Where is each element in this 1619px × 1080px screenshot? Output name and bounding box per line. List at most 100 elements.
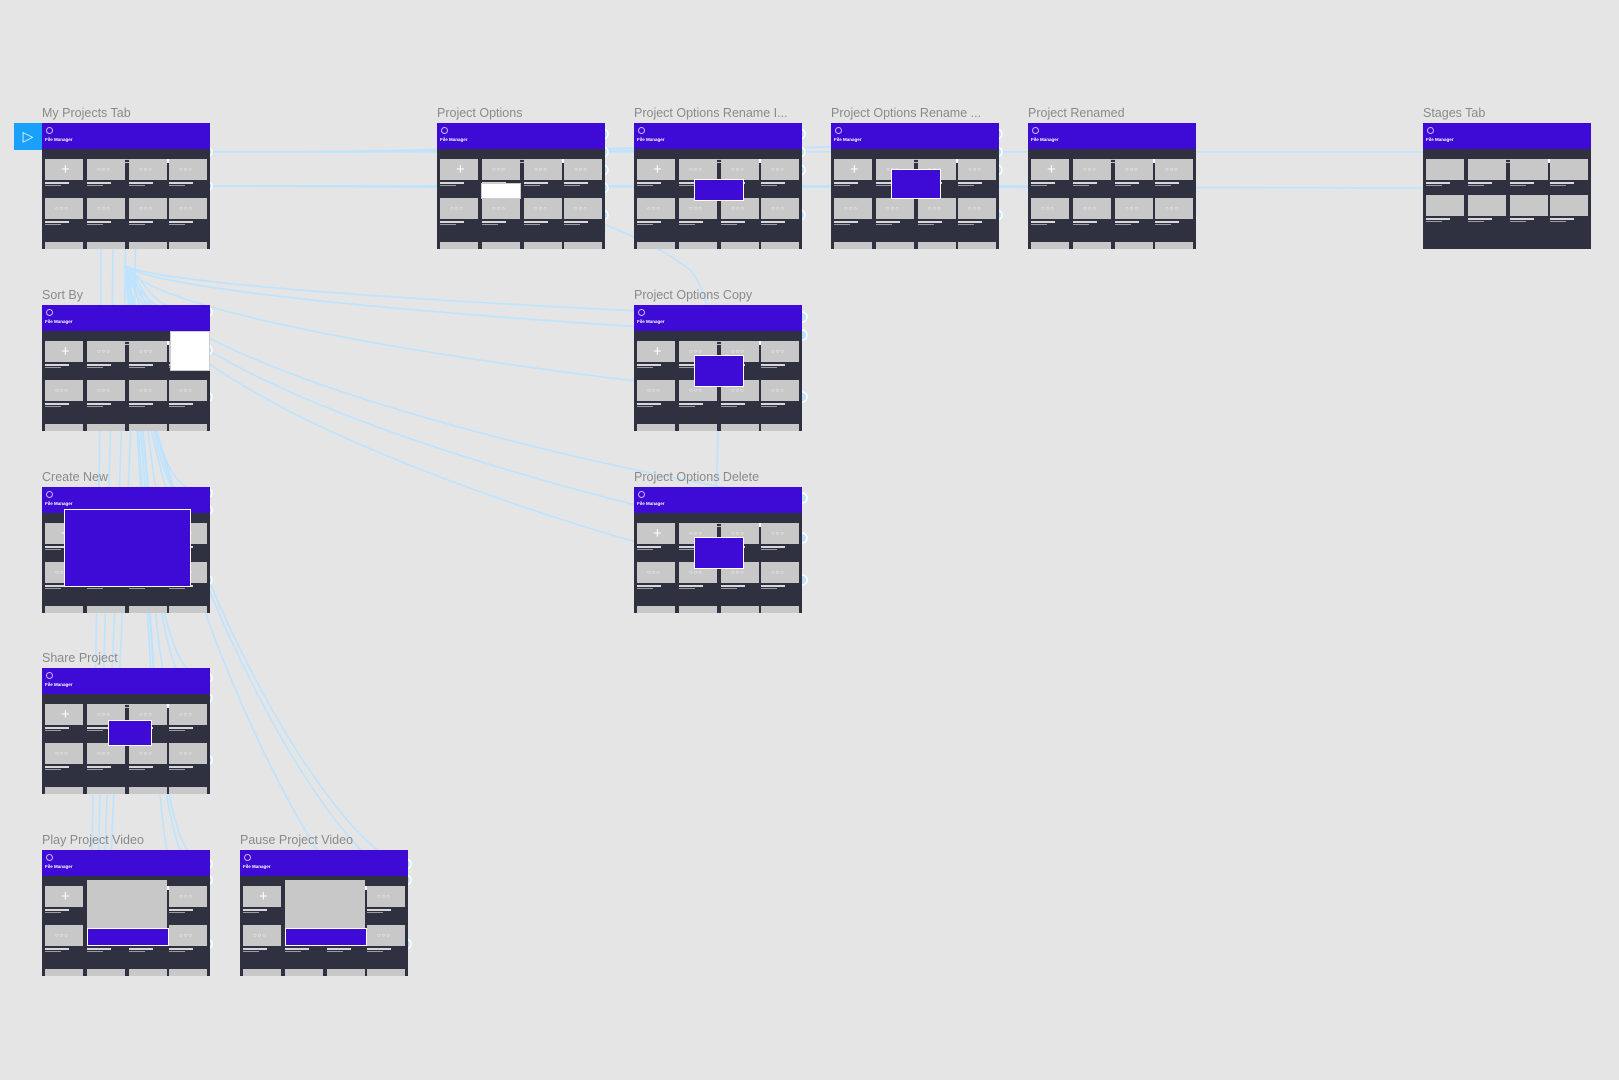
caption-subline bbox=[637, 223, 653, 225]
project-card[interactable]: ○○○ bbox=[87, 159, 125, 180]
create-new-card[interactable]: + bbox=[440, 159, 478, 180]
project-card[interactable]: ○○○ bbox=[958, 198, 996, 219]
project-card[interactable]: ○○○ bbox=[1155, 159, 1193, 180]
create-new-card[interactable]: + bbox=[45, 159, 83, 180]
project-card[interactable]: ○○○ bbox=[1115, 159, 1153, 180]
project-card[interactable]: ○○○ bbox=[482, 198, 520, 219]
project-card[interactable]: ○○○ bbox=[637, 562, 675, 583]
frame-pause-project-video[interactable]: File Manager+○○○○○○○○○○○○○○○○○○○○○ bbox=[240, 850, 408, 976]
create-new-card[interactable]: + bbox=[45, 341, 83, 362]
project-card[interactable]: ○○○ bbox=[637, 380, 675, 401]
project-card[interactable]: ○○○ bbox=[45, 198, 83, 219]
project-card[interactable]: ○○○ bbox=[129, 704, 167, 725]
project-card[interactable]: ○○○ bbox=[87, 380, 125, 401]
frame-label: Sort By bbox=[42, 288, 83, 302]
stage-thumbnail[interactable] bbox=[1468, 195, 1506, 216]
project-card[interactable]: ○○○ bbox=[169, 380, 207, 401]
project-card[interactable]: ○○○ bbox=[1031, 198, 1069, 219]
create-new-card[interactable]: + bbox=[637, 341, 675, 362]
project-card[interactable]: ○○○ bbox=[564, 159, 602, 180]
project-card[interactable]: ○○○ bbox=[129, 743, 167, 764]
project-card[interactable]: ○○○ bbox=[169, 743, 207, 764]
project-card[interactable]: ○○○ bbox=[87, 341, 125, 362]
project-card[interactable]: ○○○ bbox=[1155, 198, 1193, 219]
project-card[interactable]: ○○○ bbox=[761, 562, 799, 583]
project-card[interactable]: ○○○ bbox=[958, 159, 996, 180]
project-card[interactable]: ○○○ bbox=[564, 198, 602, 219]
project-card[interactable]: ○○○ bbox=[169, 198, 207, 219]
project-card[interactable]: ○○○ bbox=[761, 380, 799, 401]
project-card[interactable]: ○○○ bbox=[761, 159, 799, 180]
project-card[interactable]: ○○○ bbox=[524, 198, 562, 219]
project-card[interactable]: ○○○ bbox=[721, 159, 759, 180]
project-card[interactable]: ○○○ bbox=[440, 198, 478, 219]
project-card[interactable]: ○○○ bbox=[1073, 159, 1111, 180]
frame-project-options-rename-2[interactable]: File Manager+○○○○○○○○○○○○○○○○○○○○○ bbox=[831, 123, 999, 249]
app-title: File Manager bbox=[45, 864, 73, 869]
project-card[interactable]: ○○○ bbox=[524, 159, 562, 180]
project-card[interactable]: ○○○ bbox=[876, 198, 914, 219]
create-new-card[interactable]: + bbox=[637, 523, 675, 544]
project-card[interactable]: ○○○ bbox=[482, 159, 520, 180]
project-card[interactable]: ○○○ bbox=[129, 159, 167, 180]
project-card[interactable]: ○○○ bbox=[169, 159, 207, 180]
create-new-card[interactable]: + bbox=[834, 159, 872, 180]
frame-project-options[interactable]: File Manager+○○○○○○○○○○○○○○○○○○○○○ bbox=[437, 123, 605, 249]
project-card[interactable]: ○○○ bbox=[45, 925, 83, 946]
project-card[interactable]: ○○○ bbox=[129, 198, 167, 219]
frame-sort-by[interactable]: File Manager+○○○○○○○○○○○○○○○○○○○○○ bbox=[42, 305, 210, 431]
project-card[interactable]: ○○○ bbox=[87, 704, 125, 725]
project-card[interactable]: ○○○ bbox=[129, 380, 167, 401]
project-card[interactable]: ○○○ bbox=[679, 198, 717, 219]
project-card[interactable]: ○○○ bbox=[637, 198, 675, 219]
stage-thumbnail[interactable] bbox=[1550, 159, 1588, 180]
project-caption bbox=[169, 766, 207, 772]
create-new-card[interactable]: + bbox=[243, 886, 281, 907]
frame-project-options-rename-1[interactable]: File Manager+○○○○○○○○○○○○○○○○○○○○○ bbox=[634, 123, 802, 249]
caption-subline bbox=[1468, 184, 1484, 186]
project-card[interactable]: ○○○ bbox=[721, 198, 759, 219]
project-card[interactable]: ○○○ bbox=[761, 341, 799, 362]
stage-thumbnail[interactable] bbox=[1468, 159, 1506, 180]
frame-project-options-delete[interactable]: File Manager+○○○○○○○○○○○○○○○○○○○○○ bbox=[634, 487, 802, 613]
create-new-card[interactable]: + bbox=[45, 704, 83, 725]
frame-project-options-copy[interactable]: File Manager+○○○○○○○○○○○○○○○○○○○○○ bbox=[634, 305, 802, 431]
project-card[interactable]: ○○○ bbox=[243, 925, 281, 946]
logo-icon bbox=[1032, 127, 1039, 134]
project-card[interactable]: ○○○ bbox=[1073, 198, 1111, 219]
project-card[interactable]: ○○○ bbox=[45, 743, 83, 764]
project-card[interactable]: ○○○ bbox=[761, 523, 799, 544]
project-card[interactable]: ○○○ bbox=[761, 198, 799, 219]
project-card[interactable]: ○○○ bbox=[169, 925, 207, 946]
project-caption bbox=[1155, 182, 1193, 188]
frame-stages-tab[interactable]: File Manager bbox=[1423, 123, 1591, 249]
project-card[interactable]: ○○○ bbox=[169, 886, 207, 907]
frame-play-project-video[interactable]: File Manager+○○○○○○○○○○○○○○○○○○○○○ bbox=[42, 850, 210, 976]
frame-project-renamed[interactable]: File Manager+○○○○○○○○○○○○○○○○○○○○○ bbox=[1028, 123, 1196, 249]
project-card[interactable]: ○○○ bbox=[169, 704, 207, 725]
stage-thumbnail[interactable] bbox=[1550, 195, 1588, 216]
project-card[interactable]: ○○○ bbox=[45, 380, 83, 401]
frame-my-projects-tab[interactable]: File Manager+○○○○○○○○○○○○○○○○○○○○○ bbox=[42, 123, 210, 249]
create-new-card[interactable]: + bbox=[1031, 159, 1069, 180]
stage-thumbnail[interactable] bbox=[1426, 159, 1464, 180]
project-card[interactable]: ○○○ bbox=[129, 341, 167, 362]
project-card[interactable]: ○○○ bbox=[1115, 198, 1153, 219]
stage-thumbnail[interactable] bbox=[1426, 195, 1464, 216]
stage-thumbnail[interactable] bbox=[1510, 195, 1548, 216]
project-card[interactable]: ○○○ bbox=[87, 198, 125, 219]
frame-share-project[interactable]: File Manager+○○○○○○○○○○○○○○○○○○○○○ bbox=[42, 668, 210, 794]
frame-create-new[interactable]: File Manager+○○○○○○○○○○○○○○○○○○○○○ bbox=[42, 487, 210, 613]
create-new-card[interactable]: + bbox=[637, 159, 675, 180]
create-new-card[interactable]: + bbox=[45, 886, 83, 907]
project-caption bbox=[834, 182, 872, 188]
project-card[interactable]: ○○○ bbox=[834, 198, 872, 219]
project-card[interactable]: ○○○ bbox=[367, 886, 405, 907]
project-card[interactable]: ○○○ bbox=[918, 198, 956, 219]
project-card[interactable]: ○○○ bbox=[87, 743, 125, 764]
stage-thumbnail[interactable] bbox=[1510, 159, 1548, 180]
start-flow-button[interactable]: ▷ bbox=[14, 123, 42, 150]
project-card[interactable]: ○○○ bbox=[367, 925, 405, 946]
project-card[interactable]: ○○○ bbox=[679, 159, 717, 180]
